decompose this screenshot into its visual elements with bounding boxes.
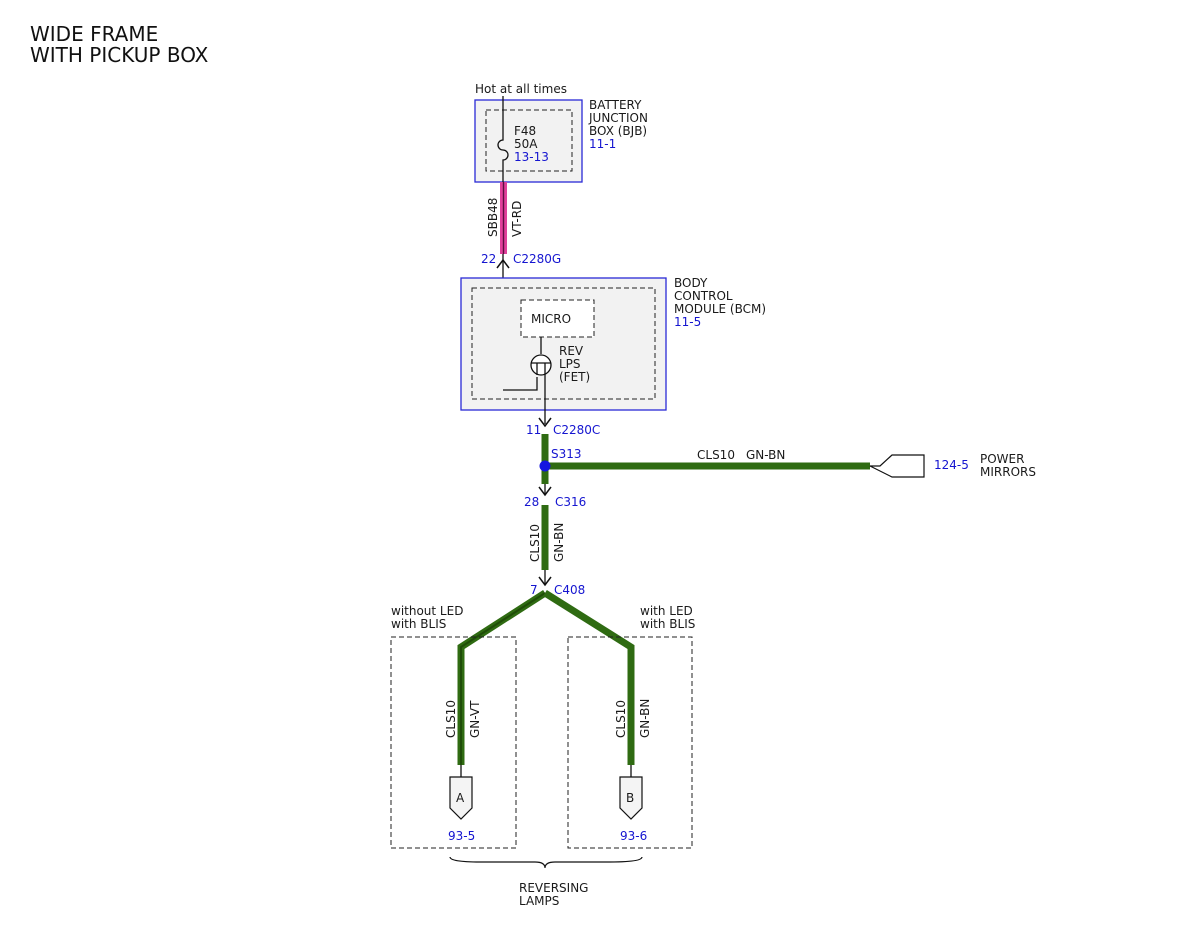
lamp-b-pin: B	[626, 791, 634, 805]
wire-c408-lamp-a	[457, 590, 547, 765]
hot-at-all-times-label: Hot at all times	[475, 82, 567, 96]
wire-sbb48	[500, 182, 507, 254]
fuse-rating: 50A	[514, 137, 538, 151]
c2280c-connector-icon	[538, 417, 552, 428]
reversing-lamps-brace-icon	[449, 856, 643, 869]
c2280g-connector: C2280G	[513, 252, 561, 266]
c316-connector: C316	[555, 495, 586, 509]
diagram-title-line2: WITH PICKUP BOX	[30, 43, 209, 67]
lamp-b-variant-line2: with BLIS	[640, 617, 695, 631]
fet-label-line2: LPS	[559, 357, 581, 371]
bcm-name-line2: CONTROL	[674, 289, 733, 303]
bcm-name-line1: BODY	[674, 276, 708, 290]
bcm-ref: 11-5	[674, 315, 701, 329]
lamp-a-ref: 93-5	[448, 829, 475, 843]
lamp-a-variant-line1: without LED	[391, 604, 463, 618]
c408-pin: 7	[530, 583, 538, 597]
bjb-name-line1: BATTERY	[589, 98, 642, 112]
reversing-lamps-line2: LAMPS	[519, 894, 559, 908]
c316-connector-icon	[538, 486, 552, 497]
c408-connector-icon	[538, 576, 552, 587]
bjb-inner-box	[485, 109, 573, 172]
micro-box	[520, 299, 595, 338]
c2280c-pin: 11	[526, 423, 541, 437]
wire-c316-c408-circuit: CLS10	[528, 524, 542, 562]
bjb-ref: 11-1	[589, 137, 616, 151]
wire-sbb48-color: VT-RD	[510, 201, 524, 237]
c316-pin: 28	[524, 495, 539, 509]
c408-connector: C408	[554, 583, 585, 597]
splice-s313-dot	[539, 460, 551, 472]
diagram-title-line1: WIDE FRAME	[30, 22, 158, 46]
power-mirrors-connector-icon	[869, 454, 925, 478]
power-mirrors-ref: 124-5	[934, 458, 969, 472]
c2280g-connector-icon	[496, 258, 510, 269]
fuse-name: F48	[514, 124, 536, 138]
fet-switch-icon	[530, 354, 552, 376]
bjb-name-line2: JUNCTION	[588, 111, 648, 125]
lamp-b-color: GN-BN	[638, 699, 652, 738]
lamp-a-circuit: CLS10	[444, 700, 458, 738]
reversing-lamps-line1: REVERSING	[519, 881, 588, 895]
lamp-b-connector-icon	[619, 776, 643, 820]
lamp-b-variant-box	[567, 636, 693, 849]
bjb-name-line3: BOX (BJB)	[589, 124, 647, 138]
splice-name: S313	[551, 447, 582, 461]
lamp-b-circuit: CLS10	[614, 700, 628, 738]
lamp-a-color: GN-VT	[468, 700, 482, 738]
fuse-ref: 13-13	[514, 150, 549, 164]
c2280c-connector: C2280C	[553, 423, 600, 437]
fet-label-line3: (FET)	[559, 370, 590, 384]
power-mirrors-color: GN-BN	[746, 448, 785, 462]
lamp-a-variant-line2: with BLIS	[391, 617, 446, 631]
power-mirrors-circuit: CLS10	[697, 448, 735, 462]
wire-c408-lamp-b	[543, 590, 635, 765]
fet-label-line1: REV	[559, 344, 584, 358]
wire-c316-c408-color: GN-BN	[552, 523, 566, 562]
c2280g-pin: 22	[481, 252, 496, 266]
micro-label: MICRO	[531, 312, 571, 326]
lamp-a-pin: A	[456, 791, 465, 805]
power-mirrors-name-line2: MIRRORS	[980, 465, 1036, 479]
lamp-a-variant-box	[390, 636, 517, 849]
fuse-f48-icon	[497, 96, 509, 182]
lamp-b-ref: 93-6	[620, 829, 647, 843]
lamp-a-connector-icon	[449, 776, 473, 820]
wire-sbb48-circuit: SBB48	[486, 198, 500, 237]
bcm-inner-box	[471, 287, 656, 400]
bjb-box	[474, 99, 583, 183]
bcm-name-line3: MODULE (BCM)	[674, 302, 766, 316]
fet-supply-line	[503, 377, 538, 391]
lamp-b-variant-line1: with LED	[640, 604, 693, 618]
power-mirrors-name-line1: POWER	[980, 452, 1024, 466]
